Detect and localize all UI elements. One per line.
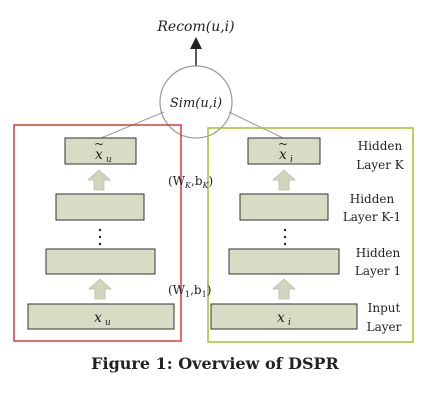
label-hidden-layer-k: Hidden Layer K bbox=[356, 139, 405, 172]
label-hidden-layer-1: Hidden Layer 1 bbox=[355, 246, 401, 278]
figure-caption: Figure 1: Overview of DSPR bbox=[91, 354, 339, 373]
svg-text:Hidden: Hidden bbox=[350, 192, 395, 206]
item-input-layer bbox=[210, 303, 358, 330]
svg-text:Hidden: Hidden bbox=[358, 139, 403, 153]
user-output-tilde: ~ bbox=[94, 137, 104, 151]
user-input-layer bbox=[27, 303, 175, 330]
item-hidden-layer-1 bbox=[228, 248, 340, 275]
svg-text:Layer 1: Layer 1 bbox=[355, 264, 401, 278]
user-input-subscript: u bbox=[105, 318, 111, 328]
item-output-label: x bbox=[279, 147, 287, 163]
item-tower-frame bbox=[207, 127, 414, 343]
item-input-label: x bbox=[277, 310, 285, 326]
svg-text:Layer K-1: Layer K-1 bbox=[343, 210, 401, 224]
item-output-layer bbox=[247, 137, 321, 165]
svg-text:Hidden: Hidden bbox=[356, 246, 401, 260]
param-bottom-label: (W1,b1) bbox=[168, 283, 211, 299]
user-up-arrow-top bbox=[86, 169, 112, 191]
user-hidden-layer-1 bbox=[45, 248, 156, 275]
similarity-node bbox=[159, 65, 233, 139]
similarity-label: Sim(u,i) bbox=[170, 96, 222, 111]
item-output-tilde: ~ bbox=[278, 137, 288, 151]
user-output-layer bbox=[64, 137, 137, 165]
label-hidden-layer-k1: Hidden Layer K-1 bbox=[343, 192, 401, 224]
item-hidden-layer-k1 bbox=[239, 193, 329, 221]
item-output-subscript: i bbox=[290, 155, 293, 165]
item-up-arrow-bottom bbox=[271, 278, 297, 300]
item-input-subscript: i bbox=[288, 318, 291, 328]
recom-label: Recom(u,i) bbox=[156, 19, 234, 35]
item-up-arrow-top bbox=[271, 169, 297, 191]
item-to-sim-line bbox=[228, 111, 284, 139]
user-hidden-layer-k1 bbox=[55, 193, 145, 221]
user-output-label: x bbox=[95, 147, 103, 163]
svg-text:Layer: Layer bbox=[367, 320, 402, 334]
svg-text:Layer K: Layer K bbox=[356, 158, 405, 172]
label-input-layer: Input Layer bbox=[367, 301, 402, 334]
svg-text:Input: Input bbox=[368, 301, 401, 315]
user-up-arrow-bottom bbox=[87, 278, 113, 300]
user-ellipsis bbox=[98, 228, 102, 246]
item-ellipsis bbox=[283, 228, 287, 246]
param-top-label: (WK,bK) bbox=[168, 174, 213, 190]
user-tower-frame bbox=[13, 124, 182, 342]
user-output-subscript: u bbox=[106, 155, 112, 165]
user-input-label: x bbox=[94, 310, 102, 326]
